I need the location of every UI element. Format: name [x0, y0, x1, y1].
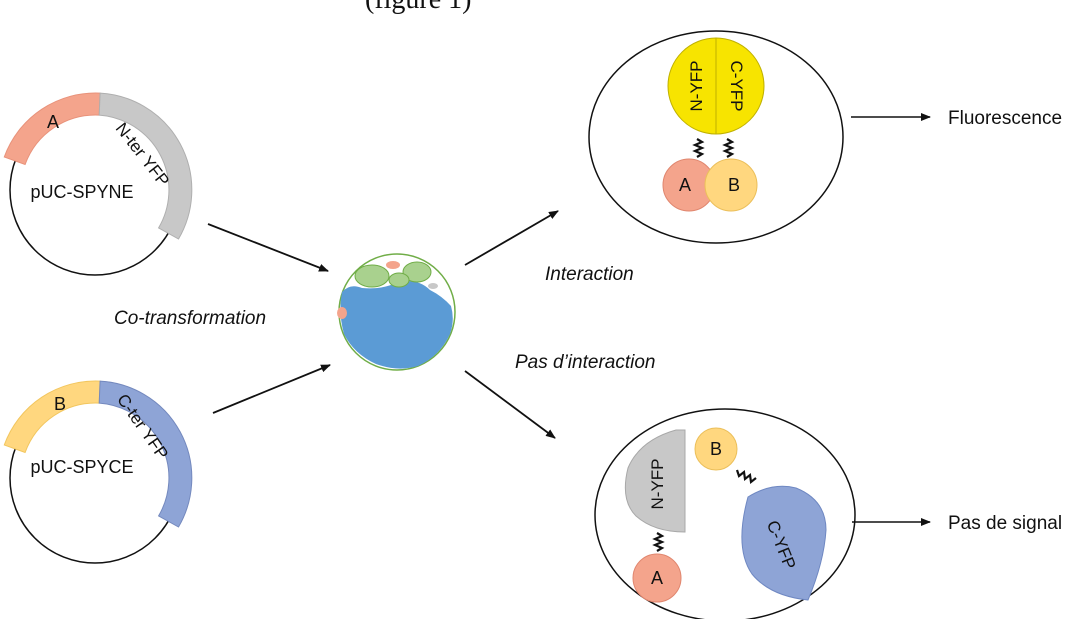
- protein-a-label: A: [679, 175, 691, 195]
- yfp-c-half-free: [741, 485, 827, 601]
- protein-a-free-label: A: [651, 568, 663, 588]
- plasmid-bottom-tag-cter-yfp: [98, 380, 193, 528]
- nucleus-icon: [386, 261, 400, 269]
- interaction-label: Interaction: [545, 264, 634, 285]
- protein-b-label: B: [728, 175, 740, 195]
- granule-icon: [428, 283, 438, 289]
- figure-reference-fragment: (figure 1): [365, 0, 472, 15]
- arrow-cell-to-interaction: [464, 210, 559, 266]
- yfp-n-half-label: N-YFP: [687, 61, 706, 112]
- plasmid-top: A N-ter YFP pUC-SPYNE: [3, 92, 193, 276]
- protoplast-vacuole: [340, 281, 453, 369]
- yfp-c-half-label: C-YFP: [727, 61, 746, 112]
- linker-a-icon: [692, 138, 705, 158]
- linker-a-free-icon: [652, 532, 665, 552]
- plasmid-bottom: B C-ter YFP pUC-SPYCE: [3, 380, 193, 564]
- linker-b-free-icon: [735, 469, 757, 485]
- cell-interaction: N-YFP C-YFP A B: [588, 30, 844, 244]
- plasmid-top-name: pUC-SPYNE: [30, 182, 133, 202]
- cotransformation-label: Co-transformation: [114, 308, 266, 329]
- nucleus-icon: [337, 307, 347, 319]
- result-fluorescence: Fluorescence: [948, 108, 1062, 129]
- cell-interaction-outline: [588, 30, 844, 244]
- yfp-n-half: [667, 37, 717, 135]
- plasmid-bottom-name: pUC-SPYCE: [30, 457, 133, 477]
- protoplast-cell: [337, 253, 456, 371]
- plasmid-bottom-insert-b: [3, 380, 101, 454]
- cell-no-interaction: N-YFP A B C-YFP: [594, 408, 856, 619]
- arrow-cell-to-no-interaction: [464, 370, 556, 439]
- yfp-c-half: [715, 37, 765, 135]
- protein-b-free: [694, 427, 738, 471]
- result-no-signal: Pas de signal: [948, 513, 1062, 534]
- arrow-plasmid-bottom-to-cell: [212, 364, 331, 414]
- chloroplast-icon: [354, 264, 390, 288]
- plasmid-top-insert-label: A: [47, 112, 59, 132]
- chloroplast-icon: [402, 261, 432, 283]
- plasmid-top-tag-nter-yfp: [98, 92, 193, 240]
- yfp-n-half-free: [624, 429, 686, 533]
- protein-b: [704, 158, 758, 212]
- no-interaction-label: Pas d’interaction: [515, 352, 655, 373]
- yfp-n-half-free-label: N-YFP: [648, 459, 667, 510]
- arrow-plasmid-top-to-cell: [207, 223, 329, 272]
- plasmid-bottom-insert-label: B: [54, 394, 66, 414]
- protein-b-free-label: B: [710, 439, 722, 459]
- protein-a-free: [632, 553, 682, 603]
- linker-b-icon: [722, 138, 735, 158]
- chloroplast-icon: [388, 272, 410, 288]
